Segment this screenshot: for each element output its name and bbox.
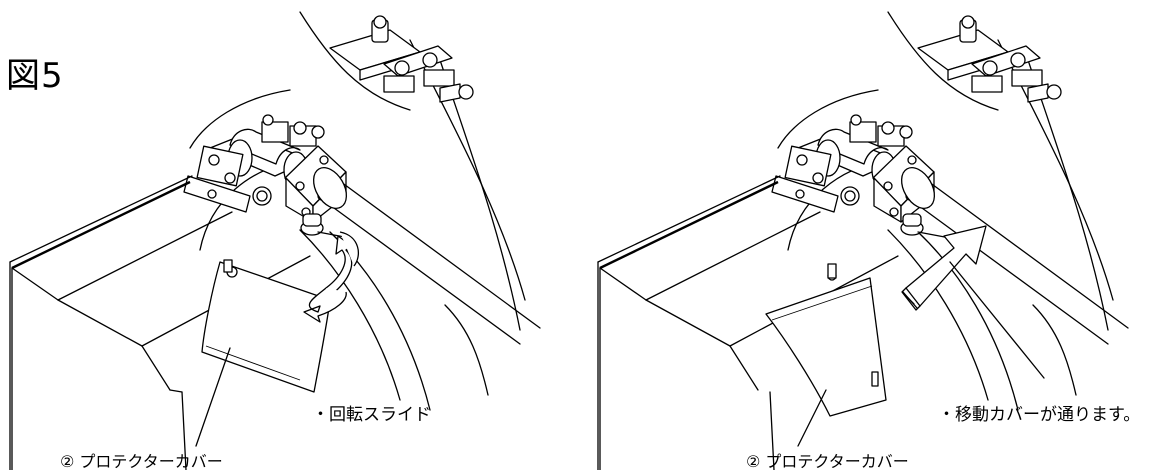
left-note: ・回転スライド	[312, 405, 431, 425]
right-note-leader	[949, 261, 1045, 379]
right-note: ・移動カバーが通ります。	[938, 405, 1141, 425]
right-knob	[900, 213, 951, 239]
rotate-arrow-icon	[303, 231, 360, 323]
right-part-label: ② プロテクターカバー	[746, 452, 909, 471]
left-tube	[312, 167, 541, 345]
right-tube	[900, 167, 1129, 345]
right-top-bracket	[917, 15, 1062, 103]
right-part-leader	[797, 389, 827, 447]
right-assembly	[597, 11, 1129, 470]
left-part-leader	[195, 347, 231, 447]
left-assembly	[9, 11, 541, 470]
left-protector-cover	[201, 259, 331, 393]
right-protector-cover	[765, 263, 887, 417]
left-cabinet	[9, 175, 311, 470]
left-part-label: ② プロテクターカバー	[60, 452, 223, 471]
figure-title: 図5	[6, 56, 64, 96]
left-top-bracket	[329, 15, 474, 103]
move-arrow-icon	[901, 225, 987, 311]
